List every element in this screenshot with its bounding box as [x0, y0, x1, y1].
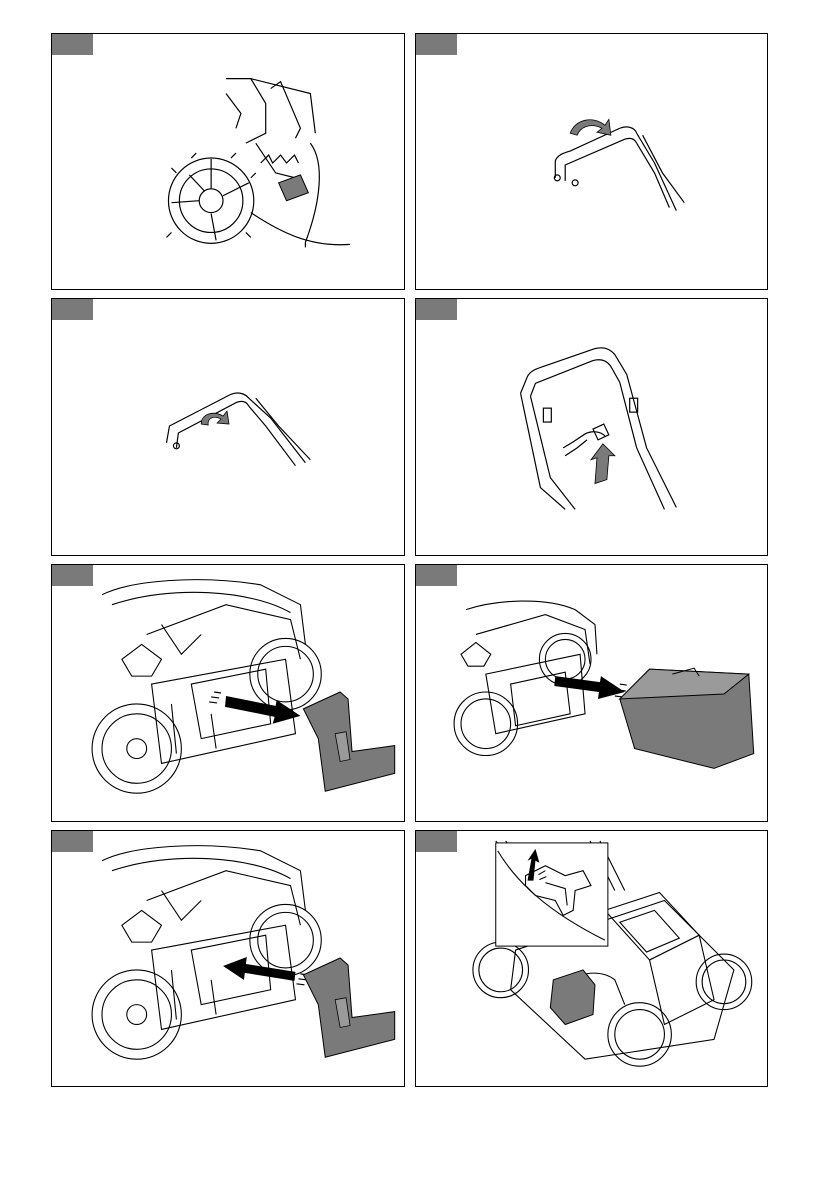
handle-fold-illustration — [416, 34, 767, 289]
handle-knob-illustration — [416, 299, 767, 555]
remove-plug-illustration — [52, 565, 404, 821]
illustration-panel-2 — [415, 33, 768, 290]
side-discharge-illustration — [416, 831, 767, 1086]
illustration-panel-4 — [415, 298, 768, 556]
illustration-panel-6 — [415, 564, 768, 822]
handle-rotate-illustration — [52, 299, 404, 555]
insert-plug-illustration — [52, 831, 404, 1086]
illustration-panel-8 — [415, 830, 768, 1087]
illustration-panel-3 — [51, 298, 405, 556]
wheel-height-illustration — [52, 34, 404, 289]
illustration-panel-1 — [51, 33, 405, 290]
grass-bag-illustration — [416, 565, 767, 821]
illustration-panel-5 — [51, 564, 405, 822]
illustration-panel-7 — [51, 830, 405, 1087]
